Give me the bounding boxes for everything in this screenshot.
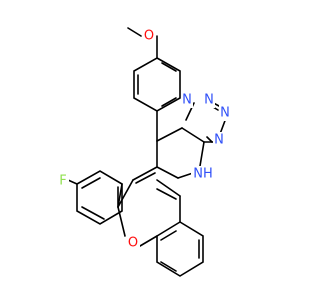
amine-nh-label: NH [193,167,213,182]
molecule-diagram: O N N N N NH F O [57,27,231,277]
tetrazole-nitrogen-1-label: N [182,93,192,108]
atom-labels: O N N N N NH F O [57,28,231,251]
pyran-oxygen-label: O [128,236,138,251]
bond-lines [67,27,227,277]
fluorine-label: F [59,174,66,189]
tetrazole-nitrogen-4-label: N [214,133,224,148]
tetrazole-nitrogen-3-label: N [220,106,230,121]
methoxy-oxygen-label: O [144,29,154,44]
tetrazole-nitrogen-2-label: N [204,93,214,108]
